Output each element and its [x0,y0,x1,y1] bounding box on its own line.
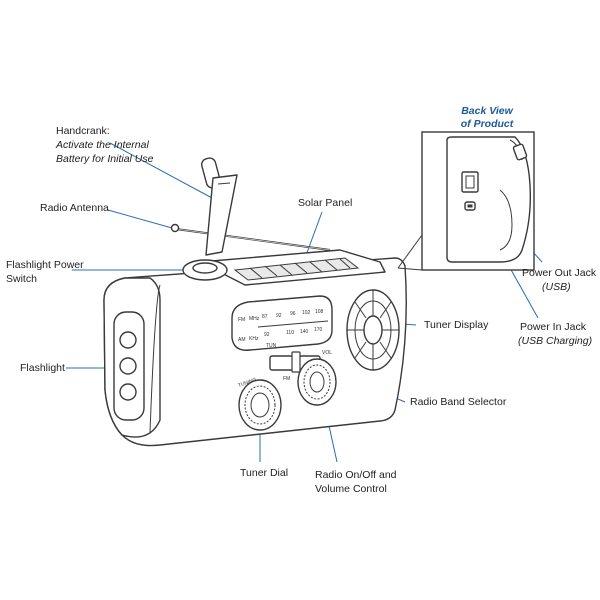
power-in-line2: (USB Charging) [518,335,593,347]
handcrank-leader [109,142,226,206]
handcrank-title: Handcrank: [56,125,110,137]
band-fm-mark: FM [283,376,290,382]
am-scale-0: 92 [264,332,270,338]
radio-antenna-label: Radio Antenna [40,202,109,214]
khz-mark: KHz [249,336,259,342]
radio-band-selector-label: Radio Band Selector [410,396,507,408]
am-mark: AM [238,337,246,343]
radio-onoff-line1: Radio On/Off and [315,469,397,481]
tuner-display-panel: FM MHz 87 92 96 102 108 AM KHz 92 110 14… [231,295,333,351]
radio-onoff-line2: Volume Control [315,483,387,495]
fm-scale-2: 96 [290,311,296,317]
flashlight-label: Flashlight [20,362,65,374]
tuning-dial: TUNING [237,377,282,431]
tun-mark: TUN [266,343,277,349]
am-scale-2: 140 [300,329,309,335]
power-out-line1: Power Out Jack [522,267,597,279]
fm-mark: FM [238,317,245,323]
fm-scale-4: 108 [315,309,324,315]
back-view-line1: Back View [461,105,513,117]
speaker-grille [346,289,400,371]
usb-out-port [461,171,479,193]
power-in-line1: Power In Jack [520,321,586,333]
power-out-line2: (USB) [542,281,571,293]
vol-mark: VOL [322,350,332,356]
fm-scale-3: 102 [302,310,311,316]
volume-dial [297,358,337,406]
tuner-display-label: Tuner Display [424,319,489,331]
fm-scale-1: 92 [276,313,282,319]
am-scale-3: 170 [314,327,323,333]
handcrank-line2: Battery for Initial Use [56,153,154,165]
back-view-line2: of Product [460,118,514,130]
back-view-inset [421,131,535,271]
flashlight-lens [113,311,145,421]
tuner-dial-label: Tuner Dial [240,467,289,479]
antenna-leader [107,209,173,229]
antenna-tip [170,223,180,233]
handcrank [201,157,238,256]
handcrank-line1: Activate the Internal [56,139,149,151]
solar-leader [304,211,323,259]
am-scale-1: 110 [286,330,294,336]
flashlight-power-line1: Flashlight Power [6,259,84,271]
flashlight-power-line2: Switch [6,273,37,285]
fm-scale-0: 87 [262,314,268,320]
solar-panel [233,257,360,281]
mhz-mark: MHz [249,316,260,322]
solar-panel-label: Solar Panel [298,197,353,209]
